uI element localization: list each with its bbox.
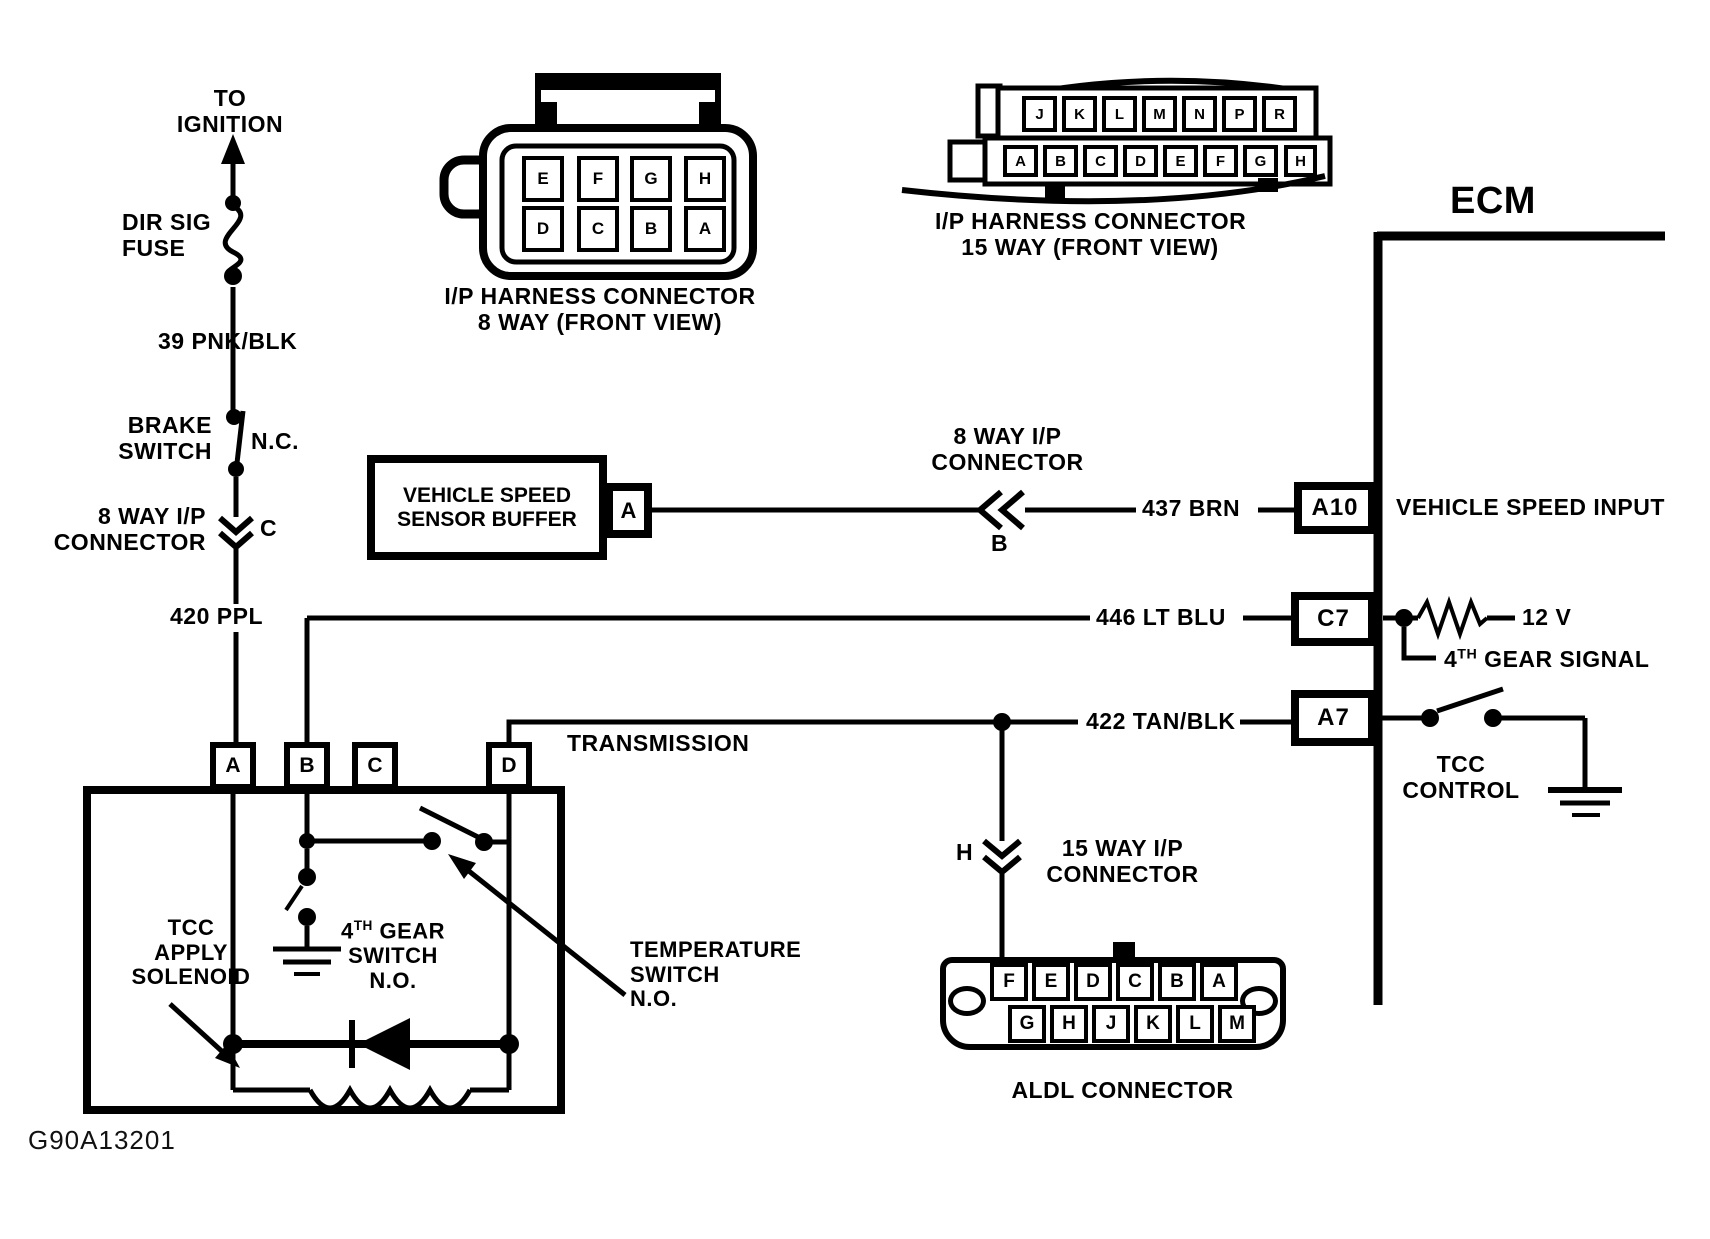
brake-switch-symbol (226, 409, 246, 517)
ecm-bus (1373, 231, 1665, 1005)
ground-symbol-ecm (1548, 787, 1622, 817)
wire-446-label: 446 LT BLU (1096, 604, 1226, 630)
conn8-pin-g: G (630, 156, 672, 202)
transmission-title: TRANSMISSION (567, 730, 750, 756)
conn8-pin-f: F (577, 156, 619, 202)
conn8-pin-c: C (577, 206, 619, 252)
fourth-gear-switch-symbol (284, 849, 316, 947)
conn15-pin-r: R (1262, 96, 1297, 132)
conn15-pin-a: A (1003, 145, 1038, 177)
temperature-switch-label: TEMPERATURE SWITCH N.O. (630, 937, 802, 1012)
pin-b-label: B (991, 530, 1009, 556)
aldl-pin-l: L (1176, 1005, 1214, 1043)
aldl-pin-f: F (990, 963, 1028, 1001)
conn15-pin-j: J (1022, 96, 1057, 132)
aldl-pin-g: G (1008, 1005, 1046, 1043)
conn15-pin-b: B (1043, 145, 1078, 177)
conn8-pin-h: H (684, 156, 726, 202)
tcc-apply-solenoid-coil (230, 1044, 512, 1111)
conn15-pin-e: E (1163, 145, 1198, 177)
conn15-pin-f: F (1203, 145, 1238, 177)
aldl-pin-c: C (1116, 963, 1154, 1001)
trans-pin-a: A (210, 742, 256, 790)
diode-symbol (223, 1018, 519, 1070)
resistor-symbol (1383, 595, 1515, 641)
ecm-pin-a7: A7 (1291, 690, 1376, 746)
conn15-pin-p: P (1222, 96, 1257, 132)
connector-chevron-c (218, 515, 254, 551)
dir-sig-fuse-symbol (222, 195, 244, 308)
trans-pin-d: D (486, 742, 532, 790)
trans-pin-c: C (352, 742, 398, 790)
tcc-control-switch (1375, 686, 1588, 788)
conn15-pin-n: N (1182, 96, 1217, 132)
aldl-caption: ALDL CONNECTOR (1011, 1077, 1234, 1103)
aldl-pin-k: K (1134, 1005, 1172, 1043)
conn8-pin-a: A (684, 206, 726, 252)
aldl-pin-a: A (1200, 963, 1238, 1001)
conn15-pin-h: H (1284, 145, 1317, 177)
temp-switch-arrow (448, 854, 627, 997)
fourth-gear-switch-label: 4TH GEAR SWITCH N.O. (340, 918, 446, 993)
ground-symbol-transmission (273, 946, 341, 976)
aldl-pin-j: J (1092, 1005, 1130, 1043)
ecm-pin-a10: A10 (1294, 482, 1376, 534)
transmission-box (83, 786, 565, 1114)
fourth-gear-signal-tap (1401, 627, 1436, 661)
twelve-v-label: 12 V (1522, 604, 1572, 630)
aldl-pin-e: E (1032, 963, 1070, 1001)
conn15-pin-c: C (1083, 145, 1118, 177)
conn15-pin-m: M (1142, 96, 1177, 132)
figure-id: G90A13201 (28, 1125, 176, 1155)
aldl-pin-h: H (1050, 1005, 1088, 1043)
trans-pin-b: B (284, 742, 330, 790)
solenoid-arrow (168, 1002, 240, 1068)
fourth-gear-signal-label: 4TH GEAR SIGNAL (1444, 646, 1650, 672)
pin-h-label: H (956, 839, 974, 865)
wire-422-label: 422 TAN/BLK (1086, 708, 1236, 734)
ignition-arrow (221, 134, 245, 196)
ecm-pin-c7: C7 (1291, 592, 1376, 646)
aldl-left-hole (948, 986, 986, 1016)
wire-420-label: 420 PPL (170, 603, 263, 629)
conn8-pin-d: D (522, 206, 564, 252)
brake-nc-label: N.C. (251, 428, 299, 454)
conn8-pin-e: E (522, 156, 564, 202)
aldl-pin-b: B (1158, 963, 1196, 1001)
aldl-top-tab (1113, 942, 1135, 959)
vehicle-speed-input-label: VEHICLE SPEED INPUT (1396, 494, 1665, 520)
temperature-switch-symbol (299, 790, 509, 851)
chevron-15way-h (982, 838, 1022, 876)
wire-437-label: 437 BRN (1142, 495, 1241, 521)
conn15-pin-l: L (1102, 96, 1137, 132)
chevron-8way-b (975, 489, 1025, 531)
buffer-pin-a: A (605, 483, 652, 538)
aldl-pin-m: M (1218, 1005, 1256, 1043)
tcc-apply-solenoid-label: TCC APPLY SOLENOID (131, 915, 251, 990)
wire-422-tanblk (506, 719, 1078, 744)
aldl-pin-d: D (1074, 963, 1112, 1001)
wire-446-ltblu (304, 615, 1090, 744)
conn15-pin-k: K (1062, 96, 1097, 132)
wire-39-label: 39 PNK/BLK (158, 328, 298, 354)
conn8-pin-b: B (630, 206, 672, 252)
ecm-title: ECM (1450, 180, 1536, 222)
pin-c-label: C (260, 515, 278, 541)
conn15-pin-d: D (1123, 145, 1158, 177)
conn15-pin-g: G (1243, 145, 1278, 177)
